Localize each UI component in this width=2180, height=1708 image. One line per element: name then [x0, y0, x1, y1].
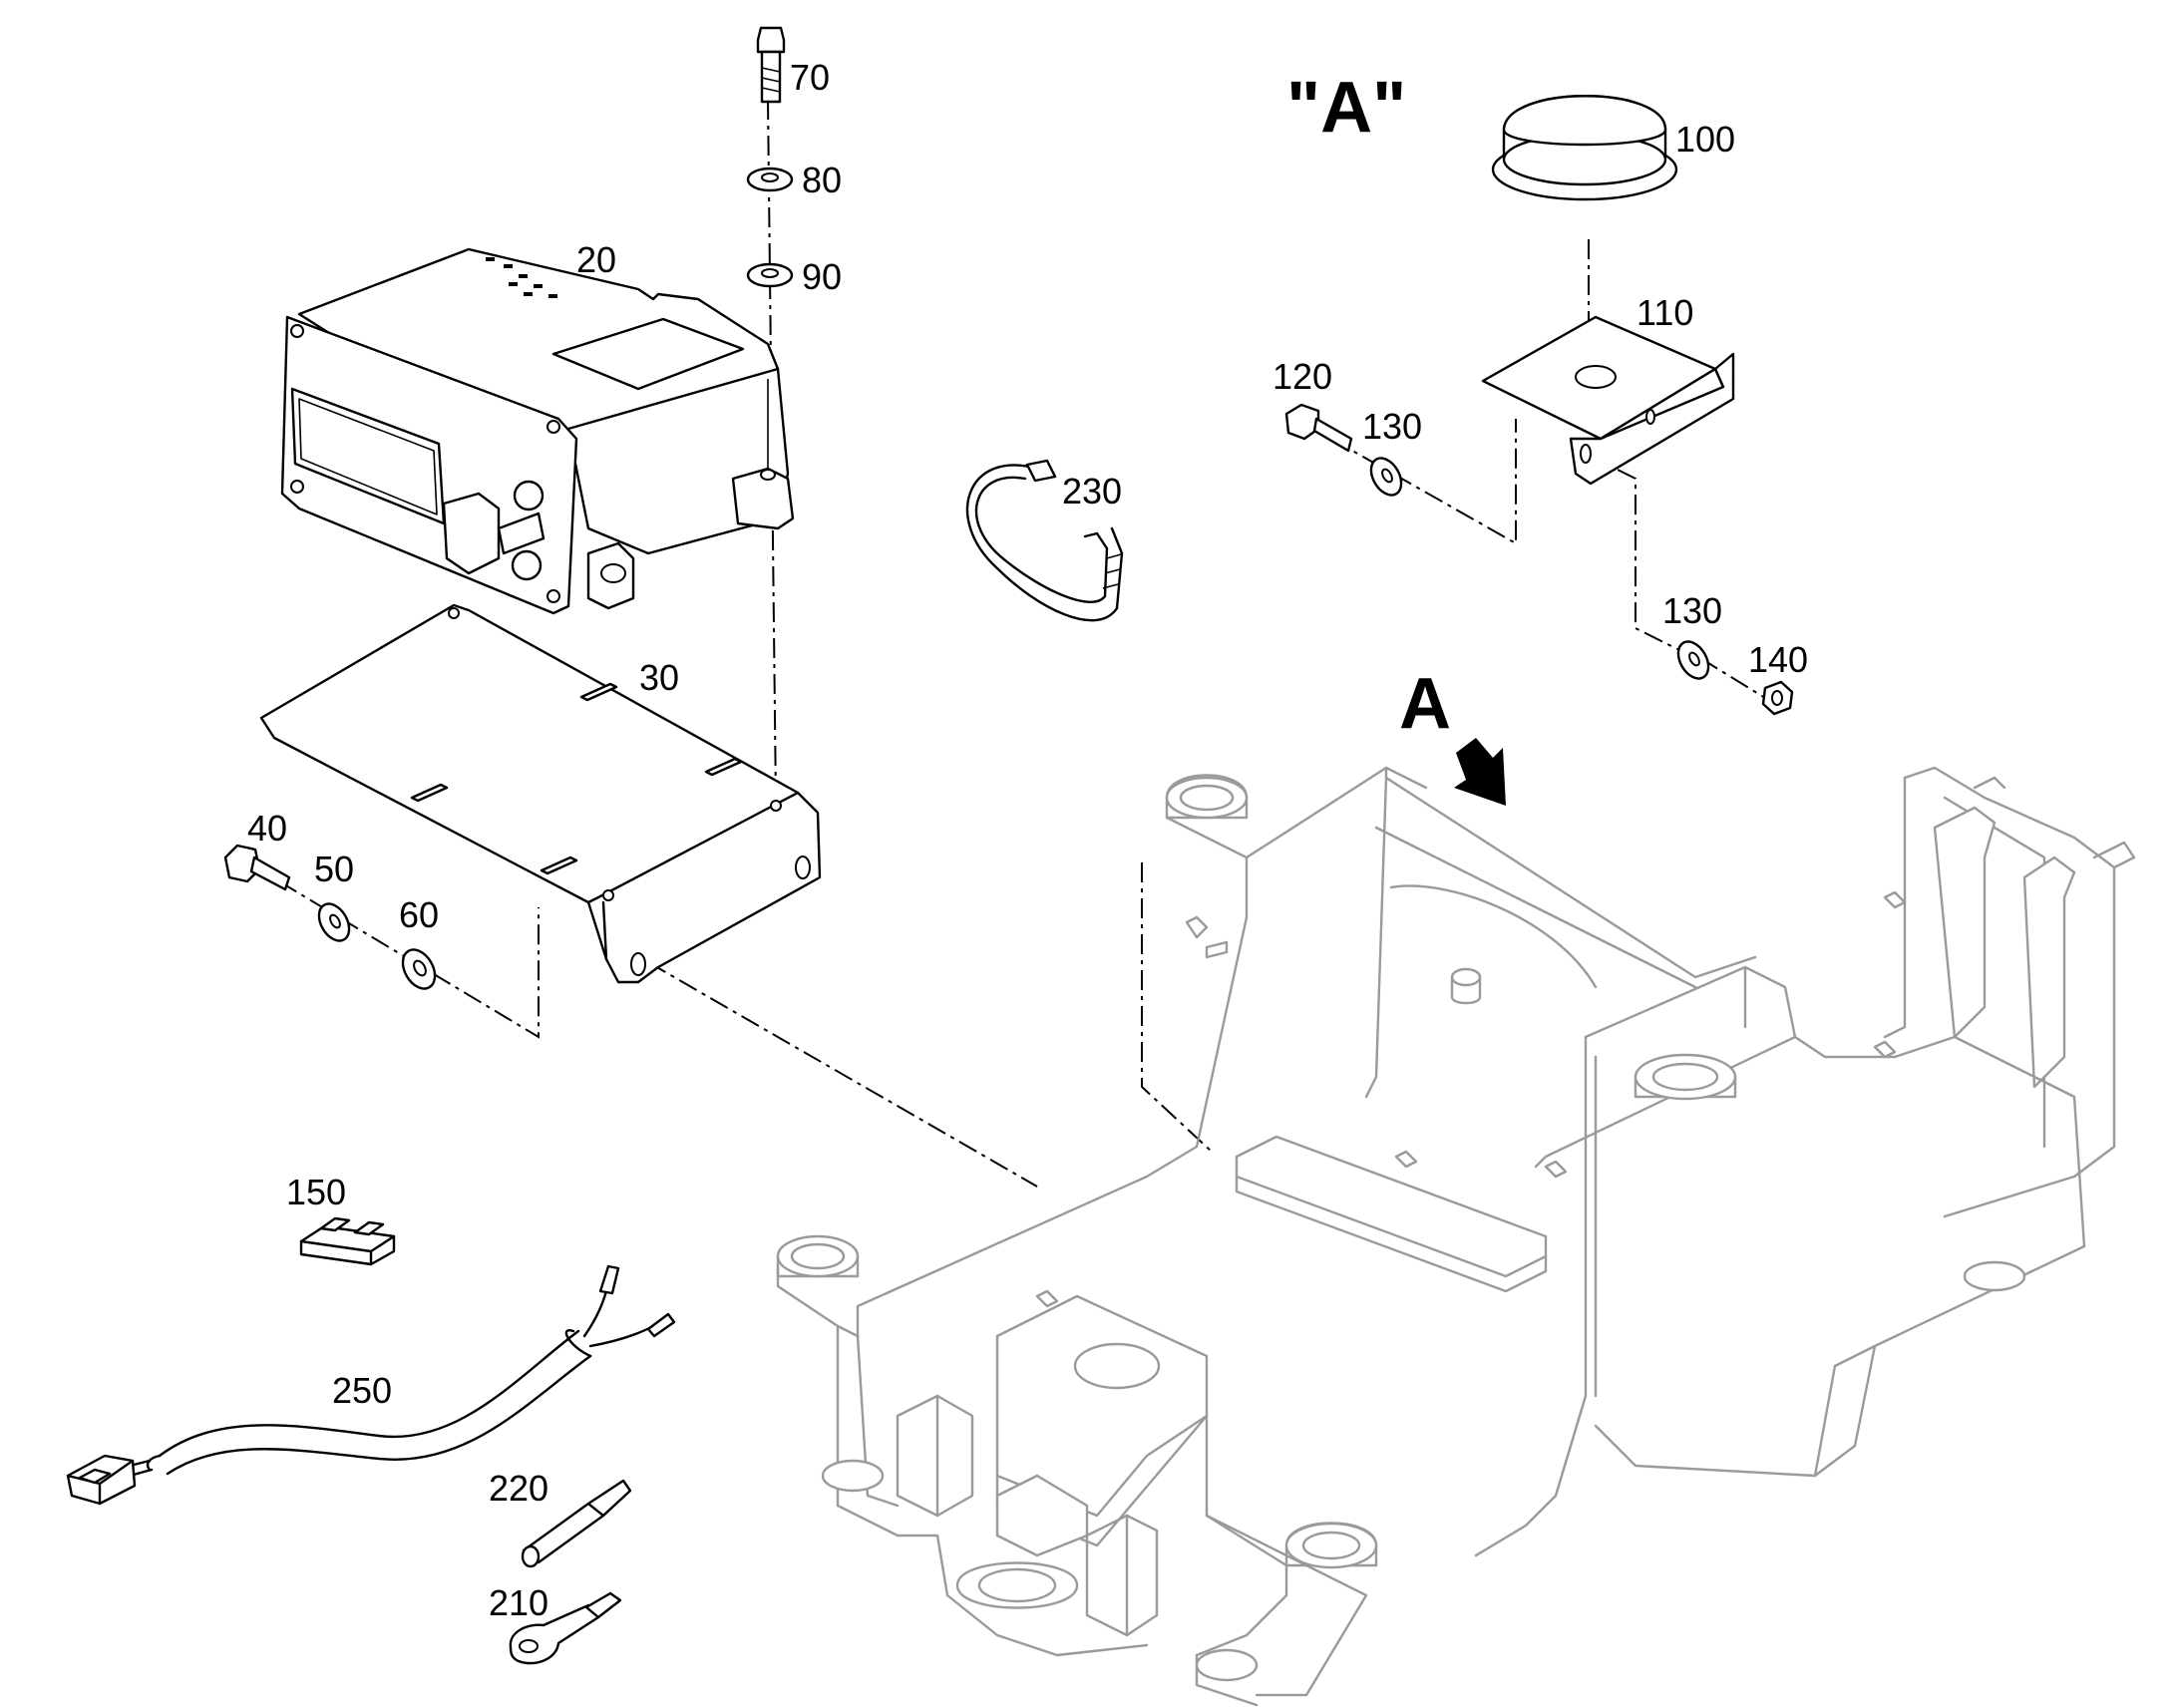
control-unit-20 — [280, 247, 795, 615]
washer-60 — [401, 948, 437, 990]
callout-120: 120 — [1272, 356, 1332, 397]
bolt-40 — [223, 844, 291, 891]
callout-210: 210 — [489, 1582, 548, 1623]
bracket-plate-30 — [259, 603, 822, 984]
washer-90 — [746, 262, 794, 288]
machine-frame — [776, 766, 2136, 1707]
washer-130-upper — [1369, 457, 1403, 497]
view-arrow-icon — [1454, 738, 1506, 806]
callout-230: 230 — [1062, 471, 1122, 512]
pin-220 — [521, 1479, 632, 1568]
callout-130-lower: 130 — [1662, 590, 1722, 631]
bolt-70 — [756, 26, 786, 104]
bracket-110 — [1481, 315, 1735, 486]
callout-150: 150 — [286, 1172, 346, 1212]
callout-90: 90 — [802, 256, 842, 297]
callout-80: 80 — [802, 160, 842, 200]
nut-140 — [1761, 680, 1794, 716]
cable-tie-230 — [965, 459, 1124, 622]
callout-30: 30 — [639, 657, 679, 698]
washer-130-lower — [1676, 640, 1710, 680]
harness-250 — [66, 1264, 676, 1506]
washer-80 — [746, 167, 794, 192]
callout-100: 100 — [1675, 119, 1735, 160]
callout-140: 140 — [1748, 639, 1808, 680]
view-label-a: "A" — [1286, 68, 1406, 148]
callout-70: 70 — [790, 57, 830, 98]
callout-250: 250 — [332, 1370, 392, 1411]
fuse-150 — [299, 1216, 396, 1266]
callout-labels: "A" A 20 30 40 50 60 70 80 90 100 110 12… — [247, 57, 1808, 1623]
callout-50: 50 — [314, 849, 354, 889]
cap-100 — [1491, 95, 1678, 201]
bolt-120 — [1284, 403, 1353, 453]
callout-130-upper: 130 — [1362, 406, 1422, 447]
callout-60: 60 — [399, 894, 439, 935]
callout-220: 220 — [489, 1468, 548, 1509]
callout-20: 20 — [576, 239, 616, 280]
callout-110: 110 — [1636, 292, 1693, 333]
washer-50 — [317, 902, 351, 942]
callout-40: 40 — [247, 808, 287, 849]
arrow-label-a: A — [1399, 664, 1451, 744]
ring-terminal-210 — [509, 1591, 622, 1665]
